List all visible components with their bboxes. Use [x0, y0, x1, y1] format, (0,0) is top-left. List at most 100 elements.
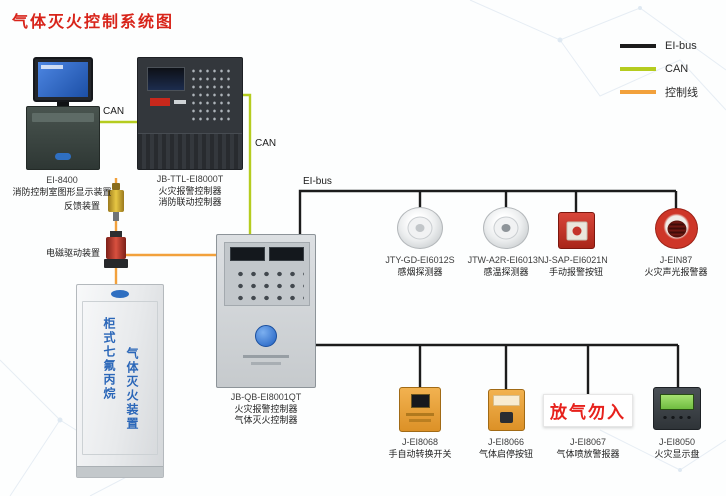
valve-cap	[112, 183, 120, 190]
name-text: 感温探测器	[483, 266, 529, 277]
gas-start-stop-label: J-EI8066 气体启停按钮	[449, 437, 563, 460]
ei-bus-lines	[298, 189, 680, 395]
device-gas-controller	[216, 234, 316, 388]
switch-display	[410, 394, 430, 408]
console-body	[26, 106, 100, 170]
model-text: J-EI8068	[401, 437, 439, 447]
model-text: JB-TTL-EI8000T	[156, 174, 224, 184]
gas-controller-label: JB-QB-EI8001QT 火灾报警控制器 气体灭火控制器	[206, 392, 326, 427]
detector-center	[415, 224, 425, 232]
gas-controller-logo	[255, 325, 277, 347]
sounder-grille	[667, 220, 686, 237]
model-text: J-EI8066	[487, 437, 525, 447]
gas-controller-displays	[225, 243, 309, 261]
device-gas-cabinet: 柜式七氟丙烷 气体灭火装置	[76, 284, 164, 478]
switch-text-bar	[406, 413, 434, 416]
name-text: 火灾声光报警器	[644, 266, 708, 277]
controller-indicator-bar	[174, 100, 186, 104]
display-panel-screen	[660, 394, 694, 410]
call-point-button	[572, 226, 581, 235]
can-line-swatch	[620, 66, 656, 71]
sound-light-alarm-label: J-EIN87 火灾声光报警器	[619, 255, 726, 278]
smoke-detector-label: JTY-GD-EI6012S 感烟探测器	[363, 255, 477, 278]
name-text: 手动报警按钮	[548, 266, 603, 277]
solenoid-top	[110, 231, 122, 237]
legend-label: EI-bus	[665, 39, 697, 52]
device-auto-manual-switch	[399, 387, 441, 432]
gas-controller-nameplate	[243, 355, 289, 358]
device-graphic-display	[22, 57, 104, 175]
legend-item-eibus: EI-bus	[620, 34, 698, 57]
name-text: 手自动转换开关	[388, 448, 452, 459]
controller-screen	[147, 67, 185, 91]
legend-label: CAN	[665, 62, 689, 75]
device-fire-display-panel	[653, 387, 701, 430]
eibus-line-swatch	[620, 43, 656, 48]
button-nameplate	[493, 395, 520, 406]
model-text: J-EIN87	[659, 255, 693, 265]
cabinet-base	[77, 466, 163, 477]
can-label-vertical: CAN	[255, 138, 277, 149]
controller-vent-panel	[138, 133, 242, 169]
device-smoke-detector	[397, 207, 443, 249]
name-text: 消防控制室图形显示装置	[12, 186, 112, 197]
discharge-warning-text: 放气勿入	[550, 403, 626, 422]
control-line-swatch	[620, 89, 656, 94]
model-text: J-EI8050	[658, 437, 696, 447]
model-text: EI-8400	[46, 175, 78, 185]
smoke-detector-body	[397, 207, 443, 249]
name-text: 火灾显示盘	[654, 448, 700, 459]
console-monitor	[33, 57, 93, 102]
heat-detector-label: JTW-A2R-EI6013N 感温探测器	[449, 255, 563, 278]
name-text: 气体启停按钮	[478, 448, 533, 459]
name-text: 火灾报警控制器	[234, 403, 298, 414]
name-text: 消防联动控制器	[158, 197, 222, 208]
solenoid-body	[106, 237, 126, 259]
fire-alarm-controller-label: JB-TTL-EI8000T 火灾报警控制器 消防联动控制器	[130, 174, 250, 209]
cabinet-name-column-2: 气体灭火装置	[125, 347, 139, 431]
ei-bus-label: EI-bus	[303, 176, 332, 187]
display-window	[230, 247, 265, 261]
fire-display-panel-label: J-EI8050 火灾显示盘	[620, 437, 726, 460]
device-solenoid-drive	[104, 231, 128, 268]
page-title: 气体灭火控制系统图	[12, 14, 175, 31]
legend-item-control: 控制线	[620, 80, 698, 103]
can-label-horizontal: CAN	[103, 106, 125, 117]
button-press-area	[500, 412, 513, 423]
gas-controller-keypad	[230, 265, 304, 301]
device-fire-alarm-controller	[137, 57, 243, 170]
device-feedback-valve	[107, 183, 125, 221]
manual-call-point-label: J-SAP-EI6021N 手动报警按钮	[519, 255, 633, 278]
display-window	[269, 247, 304, 261]
model-text: J-EI8067	[569, 437, 607, 447]
legend-item-can: CAN	[620, 57, 698, 80]
name-text: 火灾报警控制器	[158, 185, 222, 196]
valve-stem	[113, 212, 119, 221]
valve-body	[108, 190, 124, 212]
model-text: JTW-A2R-EI6013N	[467, 255, 545, 265]
auto-manual-switch-label: J-EI8068 手自动转换开关	[363, 437, 477, 460]
console-logo	[55, 153, 71, 160]
device-sound-light-alarm	[655, 208, 698, 249]
device-gas-discharge-alarm: 放气勿入	[543, 394, 633, 427]
gas-controller-nameplate	[251, 362, 281, 365]
feedback-device-label: 反馈装置	[36, 201, 100, 213]
controller-red-indicator	[150, 98, 170, 106]
can-lines	[100, 93, 252, 234]
cabinet-logo	[111, 290, 129, 298]
graphic-display-label: EI-8400 消防控制室图形显示装置	[2, 175, 122, 198]
device-manual-call-point	[558, 212, 595, 249]
console-screen	[38, 62, 88, 97]
cabinet-door-outline	[82, 301, 158, 455]
solenoid-drive-label: 电磁驱动装置	[24, 248, 100, 260]
controller-led-grid	[190, 67, 234, 125]
device-heat-detector	[483, 207, 529, 249]
name-text: 气体喷放警报器	[556, 448, 620, 459]
model-text: J-SAP-EI6021N	[544, 255, 608, 265]
legend: EI-bus CAN 控制线	[620, 34, 698, 103]
console-keyboard-shelf	[32, 113, 94, 122]
name-text: 电磁驱动装置	[45, 248, 100, 258]
switch-text-bar	[409, 419, 431, 422]
cabinet-name-column-1: 柜式七氟丙烷	[102, 317, 116, 401]
